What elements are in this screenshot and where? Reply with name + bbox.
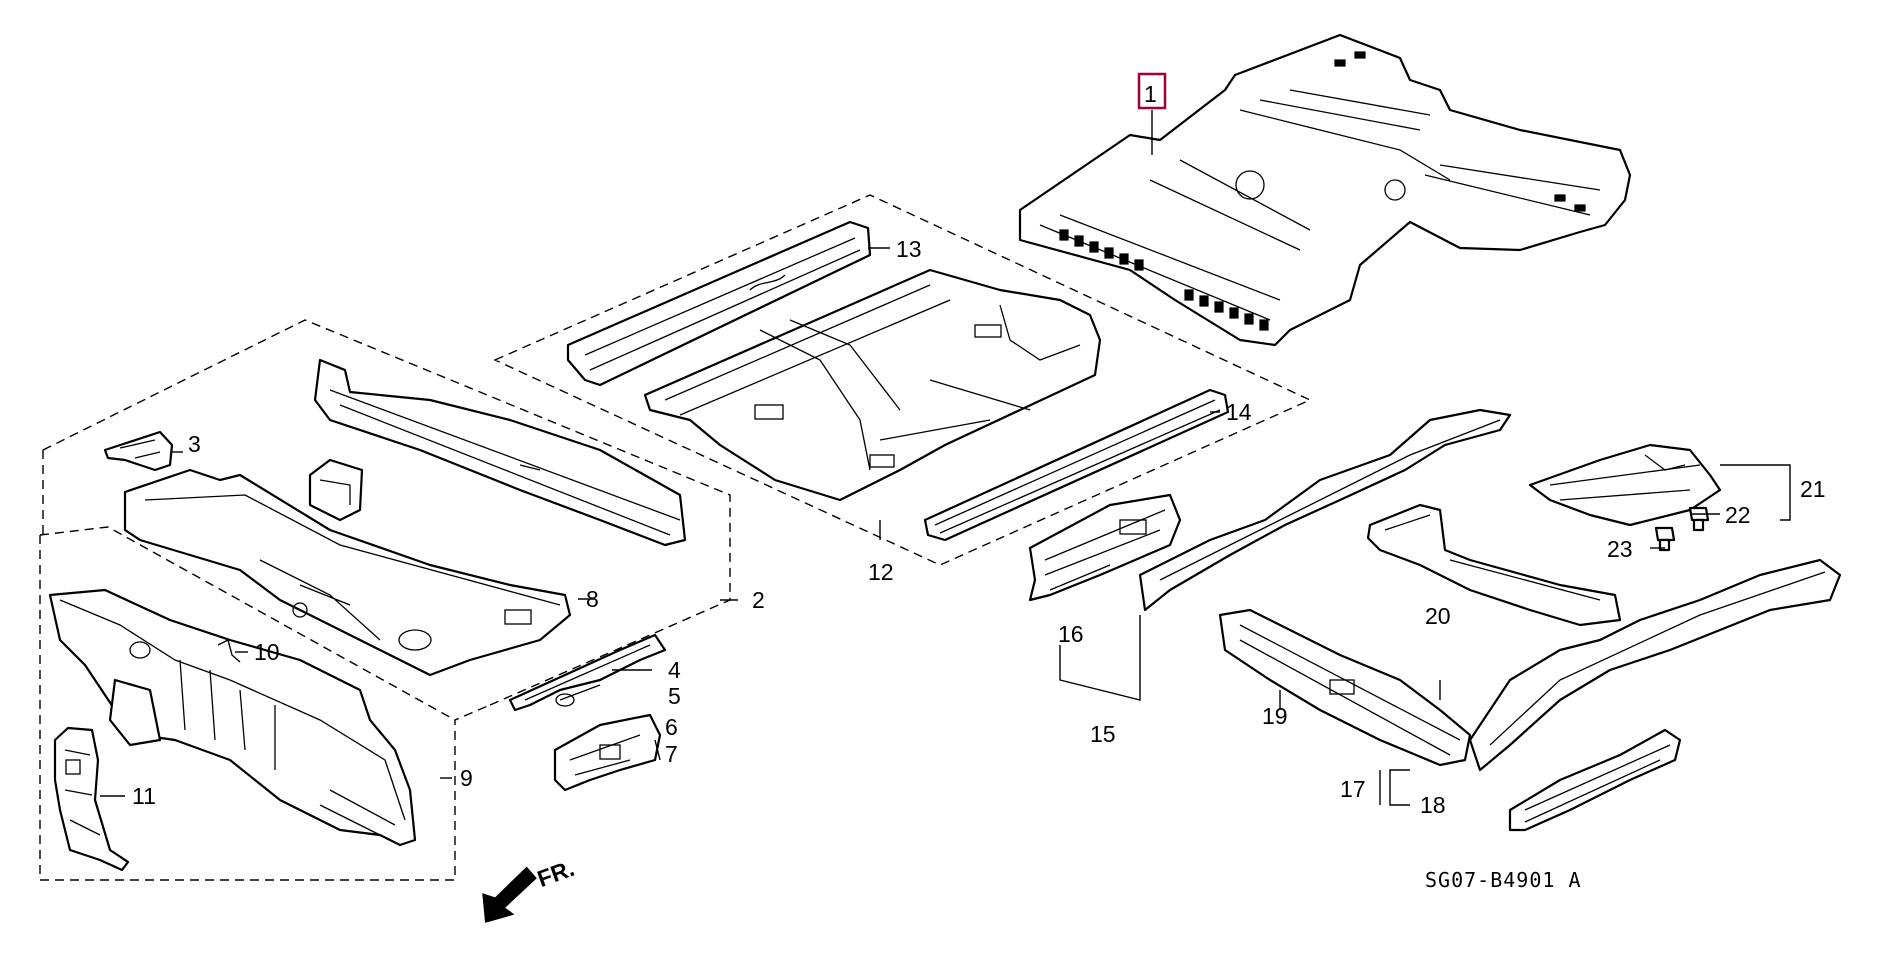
part-floor-rail-upper: [566, 220, 872, 387]
leader-lines: [100, 110, 1791, 806]
diagram-code: SG07-B4901 A: [1425, 868, 1582, 892]
front-direction-label: FR.: [534, 855, 578, 892]
part-pan-bracket-21: [1528, 443, 1722, 527]
group-box-bulkhead: [39, 526, 491, 881]
part-front-floor-pan: [643, 268, 1102, 502]
callout-13[interactable]: 13: [896, 236, 922, 262]
part-dashboard-lower: [48, 588, 417, 847]
part-extension-18: [1508, 728, 1682, 832]
callout-1[interactable]: 1: [1144, 81, 1157, 107]
callout-18[interactable]: 18: [1420, 792, 1446, 818]
callout-2[interactable]: 2: [752, 587, 765, 613]
callout-10[interactable]: 10: [254, 639, 280, 665]
callout-12[interactable]: 12: [868, 559, 894, 585]
callout-6[interactable]: 6: [665, 714, 678, 740]
callout-22[interactable]: 22: [1725, 502, 1751, 528]
front-arrow-icon: [482, 866, 537, 923]
front-direction-indicator: FR.: [482, 855, 578, 923]
part-frame-rail-left: [1138, 408, 1512, 612]
part-dashboard-upper: [123, 468, 572, 677]
callout-labels[interactable]: 1 2 3 4 5 6 7 8 9 10 11 12 13 14 15 16 1…: [132, 81, 1826, 818]
callout-20[interactable]: 20: [1425, 603, 1451, 629]
part-floor-rail-lower: [923, 388, 1230, 542]
part-bracket-3: [103, 430, 174, 472]
part-upper-cowl: [199, 358, 687, 547]
part-frame-rail-right: [1468, 558, 1842, 772]
part-clip-10: [217, 638, 241, 663]
callout-4[interactable]: 4: [668, 657, 681, 683]
part-cross-member-20: [1366, 503, 1622, 627]
part-bracket-4-5: [508, 633, 667, 712]
callout-21[interactable]: 21: [1800, 476, 1826, 502]
callout-3[interactable]: 3: [188, 431, 201, 457]
callout-9[interactable]: 9: [460, 765, 473, 791]
part-small-bracket: [308, 458, 364, 522]
part-side-panel-16: [1028, 493, 1182, 602]
group-box-dashboard-cowl: [42, 319, 731, 706]
callout-15[interactable]: 15: [1090, 721, 1116, 747]
highlight-box-part-1: [1137, 72, 1167, 110]
part-rear-floor-pan: [1018, 33, 1632, 347]
bolt-22: [1688, 506, 1710, 532]
bolt-23: [1654, 526, 1676, 552]
callout-19[interactable]: 19: [1262, 703, 1288, 729]
callout-8[interactable]: 8: [586, 586, 599, 612]
part-bracket-6-7: [553, 713, 662, 792]
callout-7[interactable]: 7: [665, 741, 678, 767]
callout-17[interactable]: 17: [1340, 776, 1366, 802]
part-rail-bracket-19: [1218, 608, 1472, 767]
callout-5[interactable]: 5: [668, 683, 681, 709]
callout-23[interactable]: 23: [1607, 536, 1633, 562]
callout-14[interactable]: 14: [1226, 399, 1252, 425]
callout-16[interactable]: 16: [1058, 621, 1084, 647]
part-side-bracket-11: [53, 726, 130, 872]
group-box-front-floor: [493, 194, 1312, 566]
callout-11[interactable]: 11: [132, 783, 156, 809]
